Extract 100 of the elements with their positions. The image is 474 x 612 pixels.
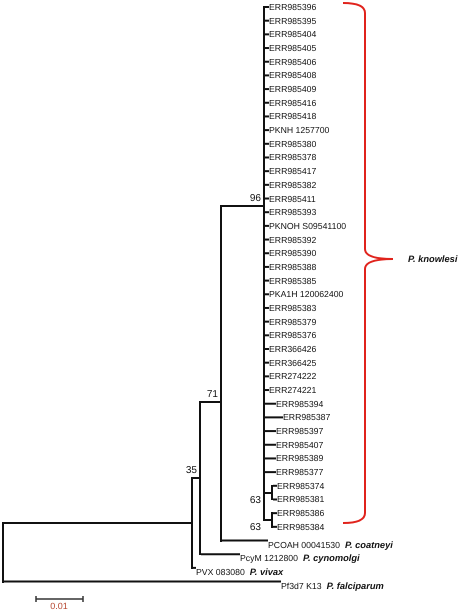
taxon-label: ERR366426 xyxy=(269,343,316,355)
taxon-label: ERR985407 xyxy=(276,438,324,451)
taxon-label: ERR985416 xyxy=(269,96,316,109)
taxon-label: ERR985374 xyxy=(277,480,324,492)
branch-line xyxy=(265,293,269,296)
branch-line xyxy=(4,522,191,524)
branch-line xyxy=(265,184,269,186)
taxon-label: ERR985388 xyxy=(269,260,316,273)
branch-line xyxy=(193,477,199,479)
taxon-label: PCOAH 00041530 xyxy=(268,538,340,551)
taxon-label: PcyM 1212800 xyxy=(240,552,298,564)
branch-line xyxy=(265,238,269,241)
branch-line xyxy=(265,47,269,50)
branch-line xyxy=(265,252,269,254)
bootstrap-value: 71 xyxy=(206,389,218,400)
taxon-label: ERR985392 xyxy=(269,234,316,246)
node-line xyxy=(191,477,193,569)
branch-line xyxy=(265,492,271,494)
taxon-label: ERR985389 xyxy=(276,452,324,464)
taxon-label: ERR985383 xyxy=(269,302,316,314)
branch-line xyxy=(265,74,269,76)
taxon-label: ERR985390 xyxy=(269,247,316,260)
branch-line xyxy=(265,320,269,323)
branch-line xyxy=(273,512,277,514)
branch-line xyxy=(265,142,269,145)
branch-line xyxy=(201,401,220,403)
branch-line xyxy=(265,170,269,172)
branch-line xyxy=(265,348,269,350)
branch-line xyxy=(201,553,240,556)
node-line xyxy=(2,522,4,583)
species-label: P. vivax xyxy=(250,566,284,578)
branch-line xyxy=(273,484,277,487)
taxon-label: ERR366425 xyxy=(269,356,316,369)
species-label: P. coatneyi xyxy=(344,538,393,551)
taxon-label: ERR985409 xyxy=(269,83,316,96)
branch-line xyxy=(265,471,276,474)
bootstrap-value: 63 xyxy=(250,522,261,532)
branch-line xyxy=(265,362,269,364)
taxon-label: ERR985396 xyxy=(269,1,316,13)
taxon-label: ERR985406 xyxy=(269,56,316,68)
branch-line xyxy=(273,526,277,528)
branch-line xyxy=(265,519,271,521)
node-line xyxy=(271,512,273,528)
branch-line xyxy=(265,60,269,63)
branch-line xyxy=(265,211,269,214)
branch-line xyxy=(265,457,276,460)
taxon-label: ERR985405 xyxy=(269,42,316,54)
branch-line xyxy=(265,375,269,378)
branch-line xyxy=(4,580,281,583)
branch-line xyxy=(265,266,269,268)
taxon-label: ERR985386 xyxy=(277,507,324,520)
branch-line xyxy=(265,156,269,158)
taxon-label: ERR985394 xyxy=(276,398,324,410)
branch-line xyxy=(222,205,263,207)
bootstrap-value: 63 xyxy=(250,494,261,506)
taxon-label: ERR985417 xyxy=(269,165,316,178)
branch-line xyxy=(222,540,268,542)
taxon-label: ERR985397 xyxy=(276,425,324,438)
branch-line xyxy=(265,129,269,132)
species-label: P. falciparum xyxy=(326,580,384,592)
branch-line xyxy=(265,444,276,446)
taxon-label: ERR985395 xyxy=(269,14,316,27)
taxon-label: ERR985418 xyxy=(269,110,316,122)
scale-label: 0.01 xyxy=(50,601,68,611)
branch-line xyxy=(265,88,269,90)
branch-line xyxy=(265,389,269,392)
branch-line xyxy=(265,33,269,36)
bootstrap-value: 35 xyxy=(186,465,197,476)
taxon-label: ERR985387 xyxy=(283,411,330,424)
taxon-label: ERR985380 xyxy=(269,138,316,150)
species-label: P. cynomolgi xyxy=(302,552,360,564)
branch-line xyxy=(193,566,196,569)
branch-line xyxy=(265,306,269,309)
taxon-label: ERR274221 xyxy=(269,384,316,396)
branch-line xyxy=(265,20,269,22)
taxon-label: ERR985378 xyxy=(269,151,316,164)
branch-line xyxy=(265,430,276,432)
taxon-label: Pf3d7 K13 xyxy=(281,580,322,592)
taxon-label: ERR985377 xyxy=(276,466,324,478)
taxon-label: ERR985408 xyxy=(269,69,316,82)
clade-label: P. knowlesi xyxy=(408,253,458,265)
branch-line xyxy=(265,115,269,118)
branch-line xyxy=(265,224,269,227)
branch-line xyxy=(265,402,276,405)
taxon-label: ERR985376 xyxy=(269,329,316,342)
taxon-label: ERR985382 xyxy=(269,178,316,191)
branch-line xyxy=(265,198,269,200)
taxon-label: ERR985381 xyxy=(277,493,324,506)
taxon-label: ERR985411 xyxy=(269,192,316,205)
taxon-label: ERR985385 xyxy=(269,274,316,287)
taxon-label: ERR274222 xyxy=(269,370,316,382)
branch-line xyxy=(273,498,277,500)
taxon-label: PKNH 1257700 xyxy=(269,124,330,136)
branch-line xyxy=(265,102,269,104)
taxon-label: ERR985404 xyxy=(269,28,316,40)
branch-line xyxy=(265,416,283,418)
taxon-label: PVX 083080 xyxy=(196,566,245,578)
node-line xyxy=(271,484,273,500)
branch-line xyxy=(265,6,269,8)
taxon-label: PKNOH S09541100 xyxy=(269,220,346,232)
